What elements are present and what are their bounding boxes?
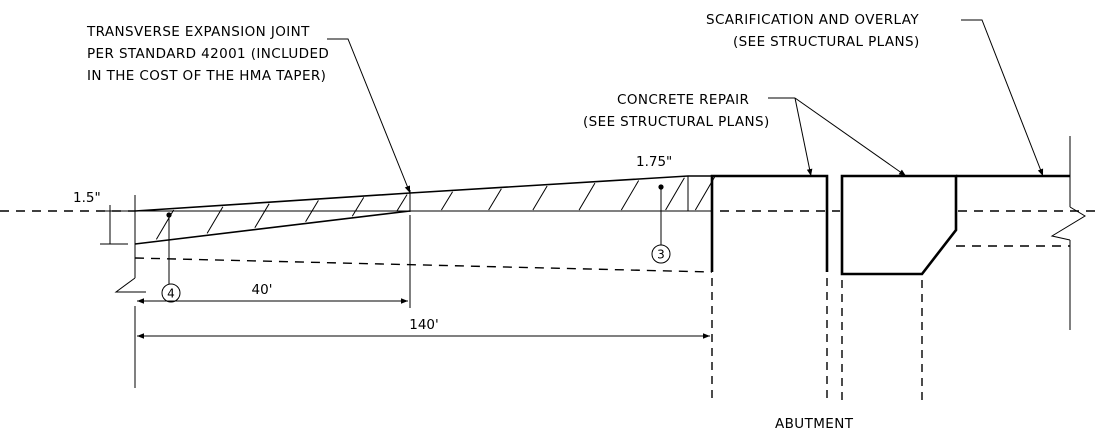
transverse-joint-line-3: IN THE COST OF THE HMA TAPER) <box>87 68 326 84</box>
callout-3: 3 <box>651 184 671 264</box>
thickness-start-label: 1.5" <box>73 190 101 206</box>
abutment-label: ABUTMENT <box>775 416 854 432</box>
callout-3-label: 3 <box>657 248 665 262</box>
joint-distance-dimension: 40' <box>137 215 411 308</box>
transverse-joint-line-1: TRANSVERSE EXPANSION JOINT <box>86 24 310 40</box>
hatch-stroke <box>206 206 224 234</box>
scarification-line-2: (SEE STRUCTURAL PLANS) <box>733 34 920 50</box>
hatch-stroke <box>665 177 685 211</box>
hatch-pattern <box>155 176 716 240</box>
callout-4-label: 4 <box>167 287 175 301</box>
hatch-stroke <box>254 203 270 229</box>
hatch-stroke <box>441 191 453 211</box>
transverse-joint-line-2: PER STANDARD 42001 (INCLUDED <box>87 46 329 62</box>
thickness-end-label: 1.75" <box>636 154 672 170</box>
left-break-line <box>114 195 146 388</box>
joint-distance-label: 40' <box>252 282 273 298</box>
thickness-start-dimension: 1.5" <box>73 190 128 245</box>
hma-taper-wedge <box>134 175 716 245</box>
concrete-repair-line-1: CONCRETE REPAIR <box>617 92 749 108</box>
hatch-stroke <box>578 182 596 211</box>
concrete-repair-line-2: (SEE STRUCTURAL PLANS) <box>583 114 770 130</box>
concrete-repair-note: CONCRETE REPAIR (SEE STRUCTURAL PLANS) <box>583 92 907 177</box>
abutment-lines <box>711 278 923 404</box>
pavement-base-line <box>134 257 713 273</box>
hatch-stroke <box>396 194 408 212</box>
taper-length-label: 140' <box>409 317 438 333</box>
taper-length-dimension: 140' <box>137 317 710 339</box>
scarification-note: SCARIFICATION AND OVERLAY (SEE STRUCTURA… <box>706 12 1044 177</box>
transverse-joint-note: TRANSVERSE EXPANSION JOINT PER STANDARD … <box>86 24 411 194</box>
callout-4: 4 <box>161 212 181 303</box>
hatch-stroke <box>305 200 319 223</box>
hatch-stroke <box>351 197 365 217</box>
hatch-stroke <box>488 188 502 211</box>
thickness-end-dimension: 1.75" <box>636 154 672 170</box>
hatch-stroke <box>532 185 548 211</box>
hatch-stroke <box>620 180 640 211</box>
bridge-deck <box>710 136 1086 330</box>
scarification-line-1: SCARIFICATION AND OVERLAY <box>706 12 919 28</box>
